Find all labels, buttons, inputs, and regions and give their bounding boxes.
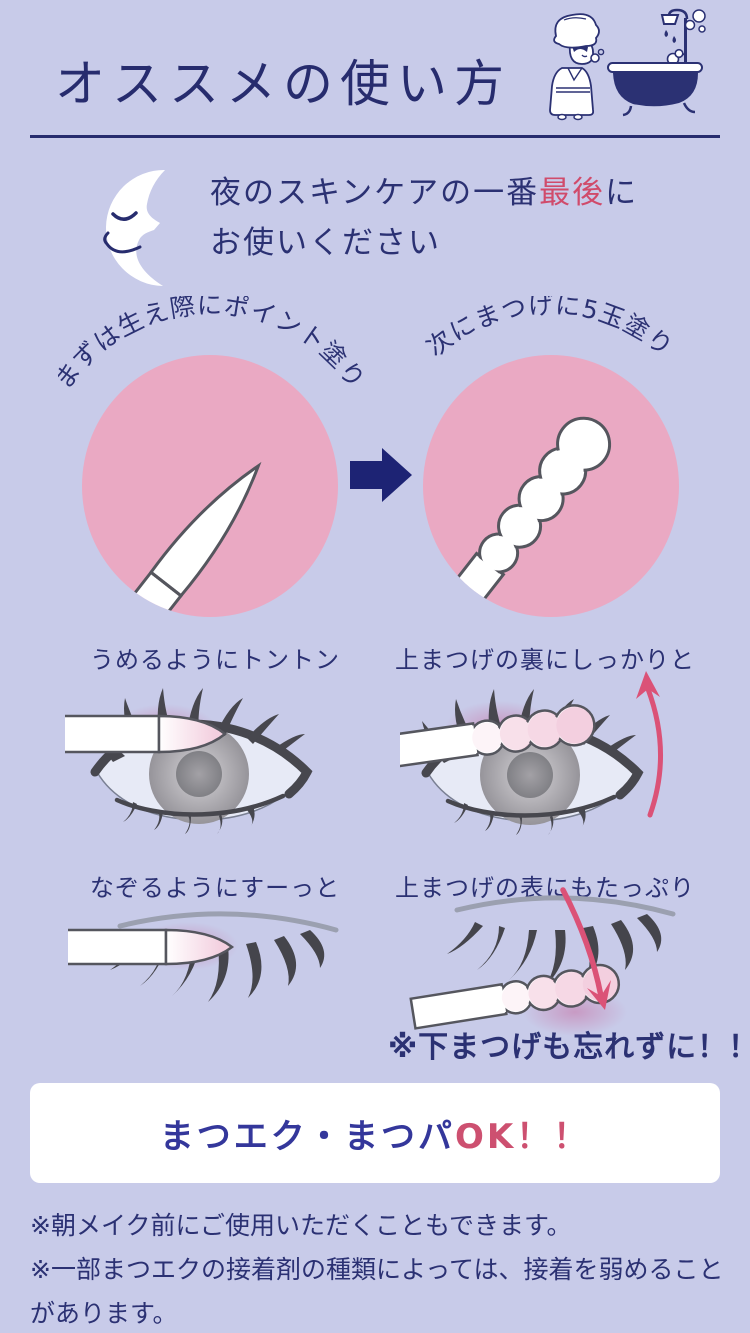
pointed-tip-applicator [68, 928, 235, 966]
moon-closed-eye [111, 211, 138, 221]
step2-label: 上まつげの裏にしっかりと [395, 646, 695, 674]
lower-lashes [454, 803, 586, 835]
beaded-tip-applicator [409, 963, 621, 1030]
open-eye-illustration-step2 [400, 671, 663, 835]
moon-line1: 夜のスキンケアの一番 [210, 175, 540, 211]
closed-eye-illustration-step4 [409, 887, 676, 1036]
closed-eye-lashes [447, 914, 662, 986]
up-arrow-pink [636, 671, 663, 818]
right-arrow-icon [350, 448, 412, 502]
header-divider [30, 135, 720, 138]
towel-turban-icon [553, 13, 600, 49]
down-arrow-pink [560, 887, 611, 1010]
lower-lashes [123, 802, 255, 834]
moon-line1-accent: 最後 [539, 175, 606, 211]
compatibility-text-navy: まつエク・まつパ [159, 1116, 456, 1157]
lower-lash-note: ※下まつげも忘れずに！！ [388, 1030, 750, 1065]
sleeping-crescent-moon-icon [103, 169, 165, 286]
circle2-arc-label: 次にまつげに5玉塗り [421, 296, 679, 362]
open-eye-illustration-step1 [65, 688, 313, 834]
shower-head-icon [660, 14, 680, 25]
moon-line2: お使いください [210, 225, 441, 261]
usage-circle-1: まずは生え際にポイント塗り [58, 296, 368, 617]
step3-label: なぞるようにすーっと [89, 874, 341, 902]
person-icon [549, 13, 605, 121]
beaded-tip-applicator [400, 704, 596, 768]
pointed-tip-applicator [65, 714, 227, 754]
closed-eye-illustration-step3 [68, 911, 339, 1002]
footer-note-1: ※朝メイク前にご使用いただくこともできます。 [30, 1211, 572, 1240]
footer-note-2: ※一部まつエクの接着剤の種類によっては、接着を弱めることがあります。 [30, 1255, 724, 1328]
compatibility-text-pink: OK！！ [455, 1116, 591, 1157]
moon-smile [103, 231, 142, 254]
bubble-icon [684, 19, 696, 31]
moon-instruction-text: 夜のスキンケアの一番最後に お使いください [210, 175, 639, 261]
shower-pole [684, 18, 687, 68]
bathtub-icon [607, 62, 703, 117]
eyelid-crease-line [117, 911, 339, 933]
person-and-bathtub-illustration [549, 8, 706, 121]
footer-notes: ※朝メイク前にご使用いただくこともできます。 ※一部まつエクの接着剤の種類によっ… [30, 1204, 736, 1333]
lower-eyelid-line [114, 793, 286, 817]
step1-label: うめるようにトントン [90, 646, 340, 674]
usage-circle-2: 次にまつげに5玉塗り [421, 296, 679, 617]
eyelid-crease-line [454, 895, 676, 917]
eye-pupil [176, 751, 222, 797]
eye-pupil [507, 752, 553, 798]
pink-circle [82, 355, 338, 617]
lower-eyelid-line [445, 794, 617, 818]
page-title: オススメの使い方 [55, 55, 511, 113]
